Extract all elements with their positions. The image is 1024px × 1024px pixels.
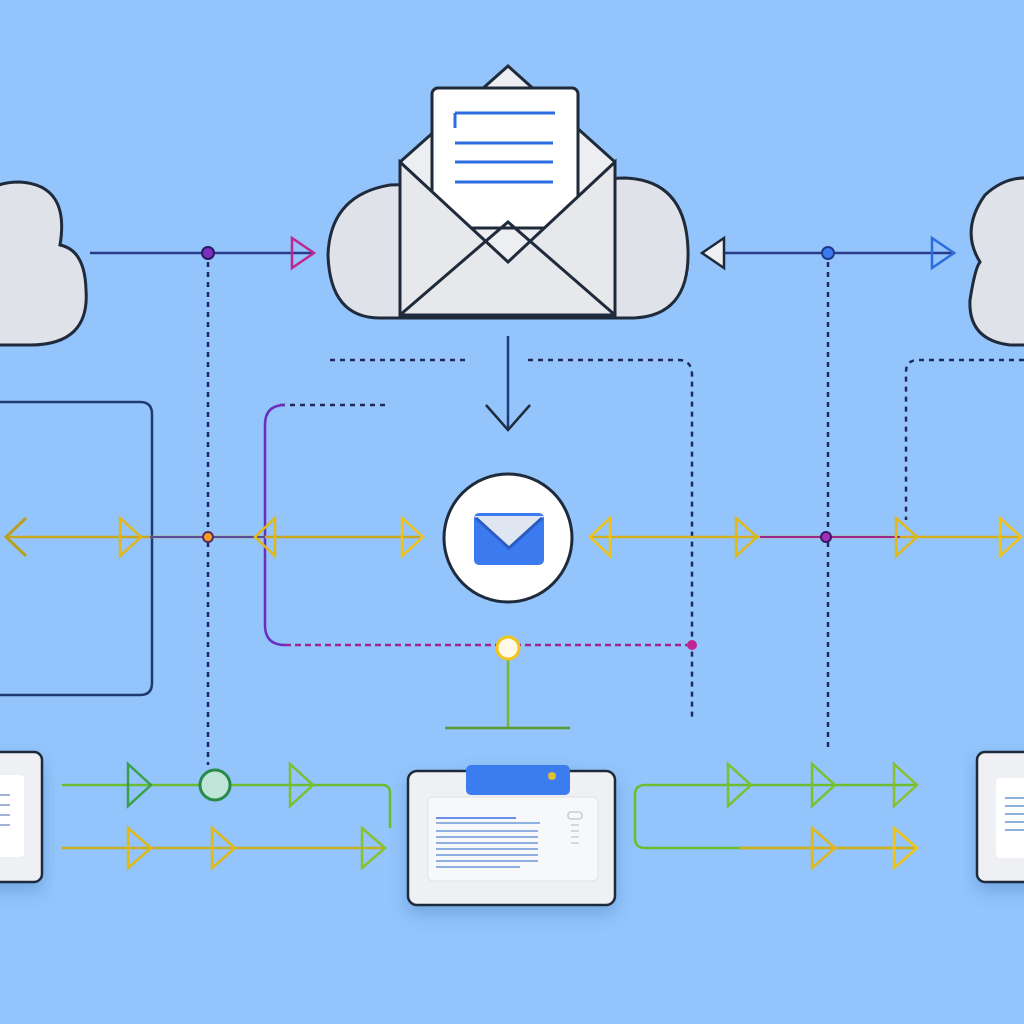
bottom-right-flow bbox=[633, 761, 919, 871]
cloud-left bbox=[0, 180, 88, 347]
document-center[interactable] bbox=[406, 765, 617, 907]
purple-bracket bbox=[263, 403, 697, 650]
junction bbox=[445, 635, 570, 730]
middle-right-flow bbox=[588, 515, 1023, 559]
cloud-right bbox=[968, 176, 1024, 347]
mail-icon bbox=[474, 513, 544, 565]
top-left-connector bbox=[90, 235, 317, 271]
dotted-links bbox=[206, 262, 1024, 765]
envelope-icon bbox=[398, 63, 617, 317]
middle-left-flow bbox=[3, 515, 425, 559]
document-right[interactable] bbox=[975, 750, 1024, 884]
bottom-left-flow bbox=[62, 761, 392, 871]
document-left[interactable] bbox=[0, 750, 44, 884]
mail-hub[interactable] bbox=[442, 472, 574, 604]
left-group-box bbox=[0, 400, 154, 697]
top-right-connector bbox=[699, 235, 957, 271]
down-arrow bbox=[485, 336, 531, 432]
